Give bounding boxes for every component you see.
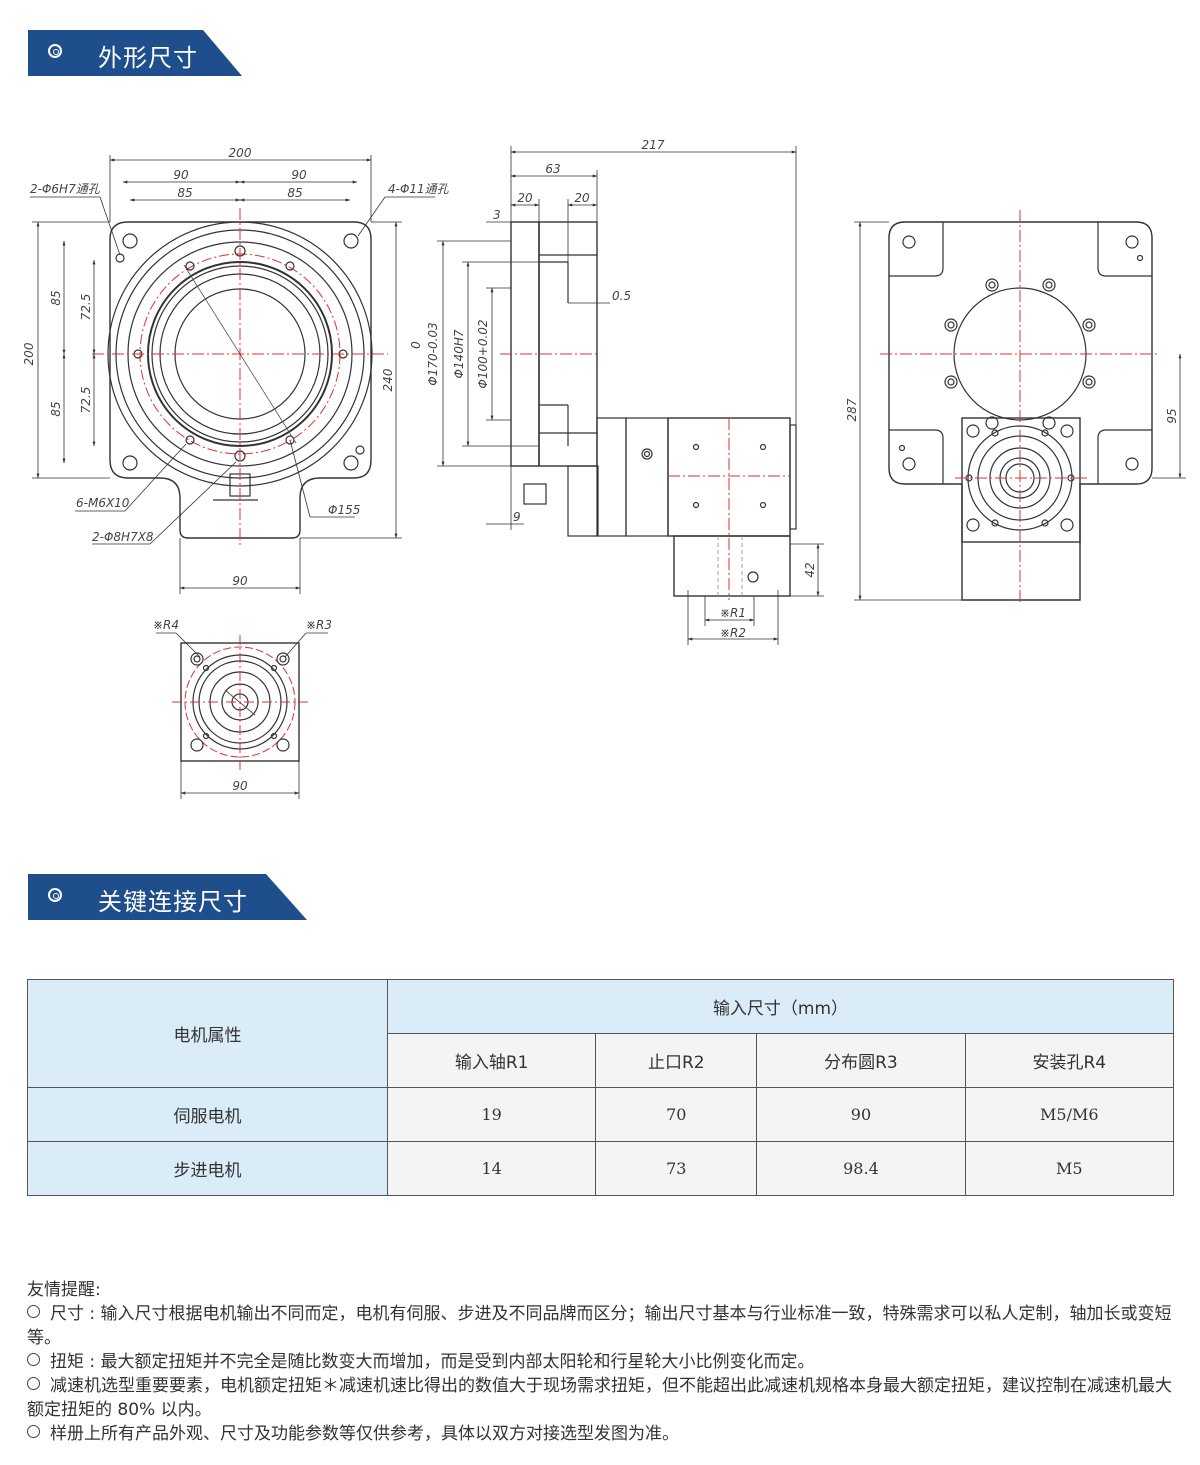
dim-0-5: 0.5 xyxy=(612,289,631,303)
column-header: 输入轴R1 xyxy=(386,1033,597,1088)
notes-heading: 友情提醒: xyxy=(27,1280,101,1300)
table-row: 步进电机 14 73 98.4 M5 xyxy=(27,1141,1175,1196)
table-cell: 98.4 xyxy=(756,1141,966,1196)
dim-90-bottom: 90 xyxy=(232,574,248,588)
group-header-cell: 输入尺寸（mm） xyxy=(387,979,1174,1034)
ring-icon xyxy=(48,44,62,58)
table-cell: M5/M6 xyxy=(964,1087,1175,1142)
table-cell: 90 xyxy=(756,1087,966,1142)
table-cell: 73 xyxy=(595,1141,758,1196)
label-r3: ※R3 xyxy=(306,618,332,632)
dim-20-left: 20 xyxy=(517,191,533,205)
side-view xyxy=(437,146,824,645)
circle-bullet-icon xyxy=(27,1353,40,1366)
dim-287: 287 xyxy=(845,398,859,421)
dim-3: 3 xyxy=(493,208,501,222)
dim-90-input: 90 xyxy=(232,779,248,793)
circle-bullet-icon xyxy=(27,1425,40,1438)
dim-d170: Φ170-0.03 xyxy=(426,322,440,385)
circle-bullet-icon xyxy=(27,1305,40,1318)
technical-drawing: 200 90 90 85 85 2-Φ6H7通孔 4-Φ11通孔 200 85 … xyxy=(22,138,1186,799)
label-r4: ※R4 xyxy=(153,618,179,632)
table-row: 伺服电机 19 70 90 M5/M6 xyxy=(27,1087,1175,1142)
section-title: 关键连接尺寸 xyxy=(98,888,248,916)
dim-72-5-bottom: 72.5 xyxy=(79,387,93,414)
row-header-cell: 电机属性 xyxy=(27,979,388,1088)
note-text: 尺寸 : 输入尺寸根据电机输出不同而定，电机有伺服、步进及不同品牌而区分；输出尺… xyxy=(27,1304,1172,1348)
front-view xyxy=(30,155,435,594)
dim-63: 63 xyxy=(545,162,560,176)
label-d155: Φ155 xyxy=(328,503,360,517)
dim-85-right: 85 xyxy=(287,186,302,200)
dim-42: 42 xyxy=(803,562,817,577)
ring-icon xyxy=(48,888,62,902)
circle-bullet-icon xyxy=(27,1377,40,1390)
label-hole-6: 2-Φ6H7通孔 xyxy=(30,182,101,196)
notes-section: 友情提醒: 尺寸 : 输入尺寸根据电机输出不同而定，电机有伺服、步进及不同品牌而… xyxy=(27,1278,1187,1446)
dim-240: 240 xyxy=(381,368,395,391)
dim-r1: ※R1 xyxy=(720,606,746,620)
dim-d100: Φ100+0.02 xyxy=(476,319,490,388)
section-title: 外形尺寸 xyxy=(98,44,198,72)
dim-r2: ※R2 xyxy=(720,626,746,640)
table-cell: 19 xyxy=(386,1087,597,1142)
label-m6: 6-M6X10 xyxy=(76,496,130,510)
dim-d140: Φ140H7 xyxy=(452,329,466,378)
note-item: 扭矩 : 最大额定扭矩并不完全是随比数变大而增加，而是受到内部太阳轮和行星轮大小… xyxy=(27,1350,1187,1374)
dim-d170-tol: 0 xyxy=(409,341,423,349)
back-view xyxy=(854,210,1186,605)
dim-200-v: 200 xyxy=(22,342,36,365)
note-item: 减速机选型重要要素，电机额定扭矩＊减速机速比得出的数值大于现场需求扭矩，但不能超… xyxy=(27,1374,1187,1422)
column-header: 止口R2 xyxy=(595,1033,758,1088)
dim-95: 95 xyxy=(1165,408,1179,423)
note-item: 样册上所有产品外观、尺寸及功能参数等仅供参考，具体以双方对接选型发图为准。 xyxy=(27,1422,1187,1446)
section-tag-shape xyxy=(28,874,307,920)
column-header: 分布圆R3 xyxy=(756,1033,966,1088)
dim-85-bottom: 85 xyxy=(49,401,63,416)
note-item: 尺寸 : 输入尺寸根据电机输出不同而定，电机有伺服、步进及不同品牌而区分；输出尺… xyxy=(27,1302,1187,1350)
dim-90-right: 90 xyxy=(291,168,307,182)
table-cell: 70 xyxy=(595,1087,758,1142)
note-text: 样册上所有产品外观、尺寸及功能参数等仅供参考，具体以双方对接选型发图为准。 xyxy=(50,1424,679,1444)
column-header: 安装孔R4 xyxy=(964,1033,1175,1088)
table-cell: M5 xyxy=(964,1141,1175,1196)
note-text: 减速机选型重要要素，电机额定扭矩＊减速机速比得出的数值大于现场需求扭矩，但不能超… xyxy=(27,1376,1172,1420)
dim-9: 9 xyxy=(513,510,521,524)
input-flange-view xyxy=(156,632,328,799)
dim-85-left: 85 xyxy=(177,186,192,200)
row-label: 伺服电机 xyxy=(27,1087,388,1142)
connection-dimension-table: 电机属性 输入尺寸（mm） 输入轴R1 止口R2 分布圆R3 安装孔R4 伺服电… xyxy=(27,979,1175,1196)
dim-20-right: 20 xyxy=(574,191,590,205)
label-hole-11: 4-Φ11通孔 xyxy=(388,182,450,196)
dim-72-5-top: 72.5 xyxy=(79,294,93,321)
label-pin8: 2-Φ8H7X8 xyxy=(92,530,154,544)
dim-85-top: 85 xyxy=(49,290,63,305)
dim-217: 217 xyxy=(642,138,665,152)
dimension-labels: 200 90 90 85 85 2-Φ6H7通孔 4-Φ11通孔 200 85 … xyxy=(22,138,1179,793)
dim-90-left: 90 xyxy=(173,168,189,182)
row-label: 步进电机 xyxy=(27,1141,388,1196)
note-text: 扭矩 : 最大额定扭矩并不完全是随比数变大而增加，而是受到内部太阳轮和行星轮大小… xyxy=(50,1352,815,1372)
table-cell: 14 xyxy=(386,1141,597,1196)
dim-200: 200 xyxy=(229,146,252,160)
section-tag-shape xyxy=(28,30,242,76)
